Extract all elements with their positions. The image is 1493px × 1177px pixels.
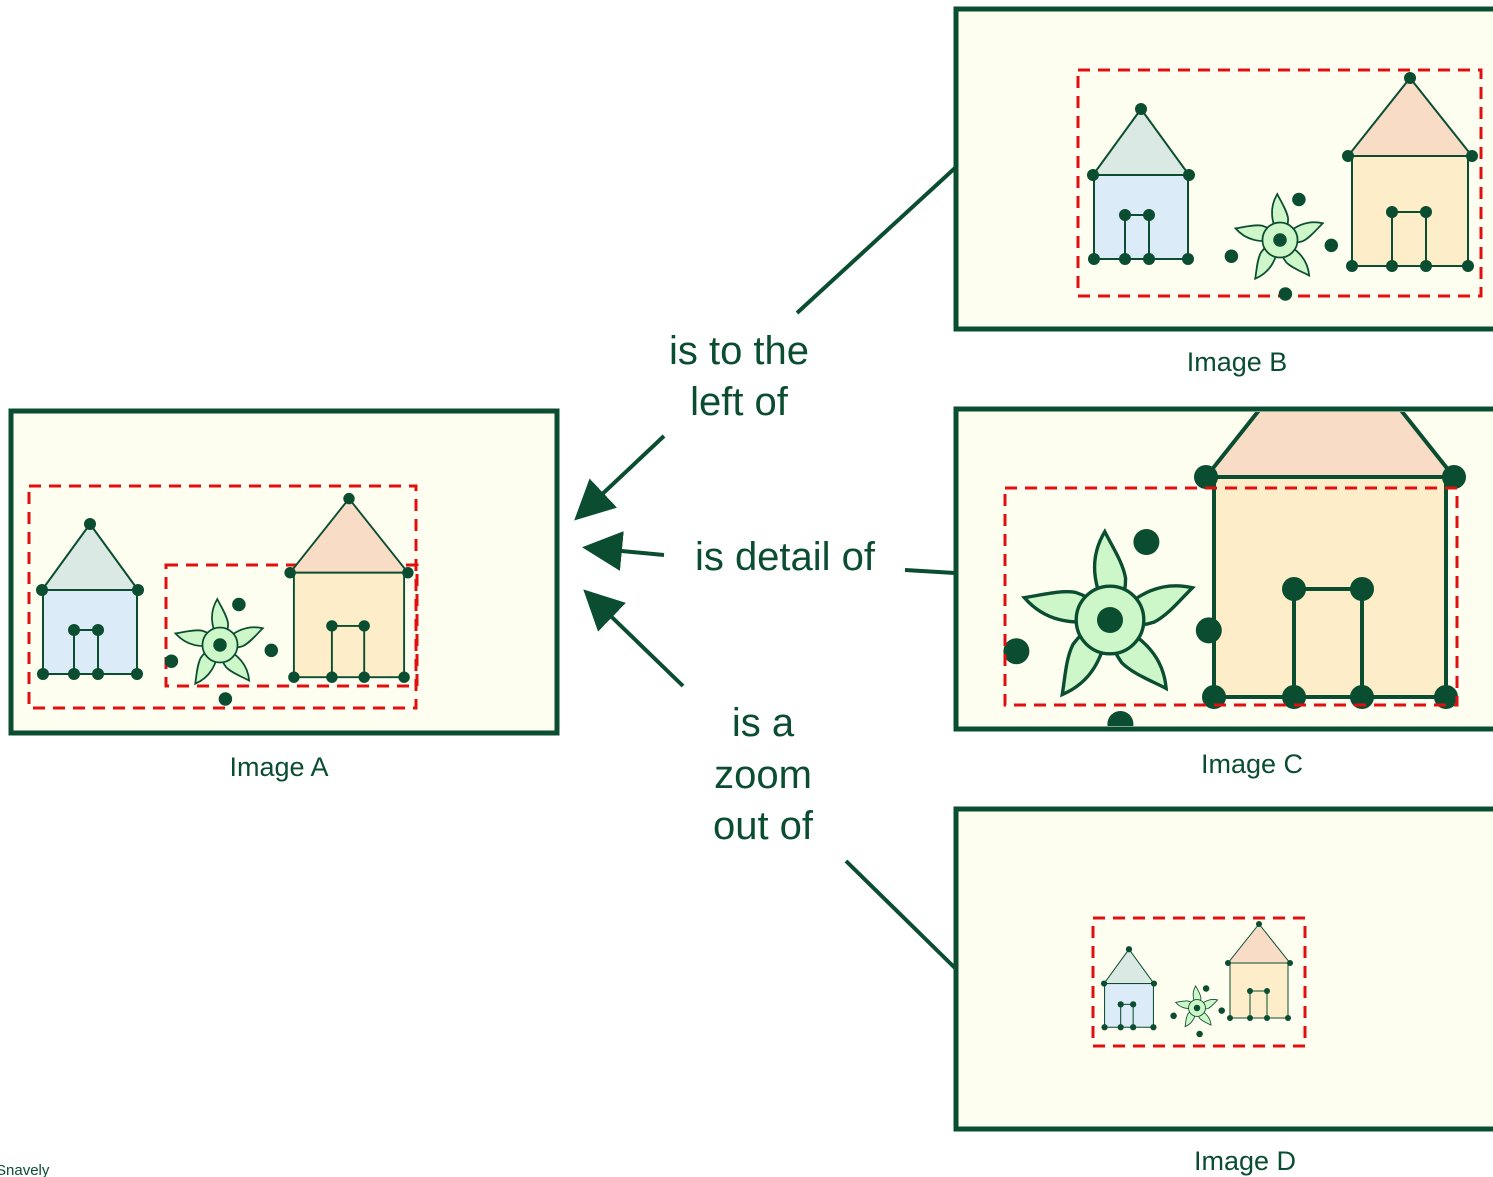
image-d-caption: Image D bbox=[1194, 1146, 1296, 1176]
zoom-out-connector-line bbox=[844, 859, 957, 970]
image-c-caption: Image C bbox=[1201, 749, 1303, 779]
left-of-connector-line bbox=[795, 166, 957, 315]
image-b-caption: Image B bbox=[1187, 347, 1288, 377]
zoom-out-label-line-3: out of bbox=[713, 804, 814, 848]
left-of-label-line-2: left of bbox=[690, 380, 789, 424]
image-a-panel: Image A bbox=[8, 408, 560, 782]
image-a-outer-dashed-box bbox=[27, 484, 418, 710]
image-c-dashed-box bbox=[1003, 486, 1459, 707]
zoom-out-label-line-2: zoom bbox=[714, 753, 812, 797]
credit-text: Snavely bbox=[0, 1162, 50, 1177]
image-c-panel: Image C bbox=[953, 406, 1493, 779]
left-of-label-line-1: is to the bbox=[669, 329, 809, 373]
zoom-out-label-line-1: is a bbox=[732, 701, 795, 745]
left-of-arrow bbox=[574, 434, 666, 521]
image-d-panel: Image D bbox=[953, 806, 1493, 1176]
image-d-dashed-box bbox=[1091, 916, 1307, 1048]
detail-of-connector-line bbox=[904, 568, 956, 575]
detail-of-label: is detail of bbox=[695, 535, 876, 579]
detail-of-arrow bbox=[582, 531, 665, 571]
relation-zoom-out: is a zoom out of bbox=[583, 589, 957, 970]
image-b-panel: Image B bbox=[953, 6, 1493, 377]
relation-left-of: is to the left of bbox=[574, 166, 957, 521]
image-d-frame bbox=[953, 806, 1493, 1132]
image-a-caption: Image A bbox=[229, 752, 328, 782]
image-a-inner-dashed-box bbox=[164, 563, 419, 688]
relation-detail-of: is detail of bbox=[582, 531, 956, 579]
zoom-out-arrow bbox=[583, 589, 685, 688]
